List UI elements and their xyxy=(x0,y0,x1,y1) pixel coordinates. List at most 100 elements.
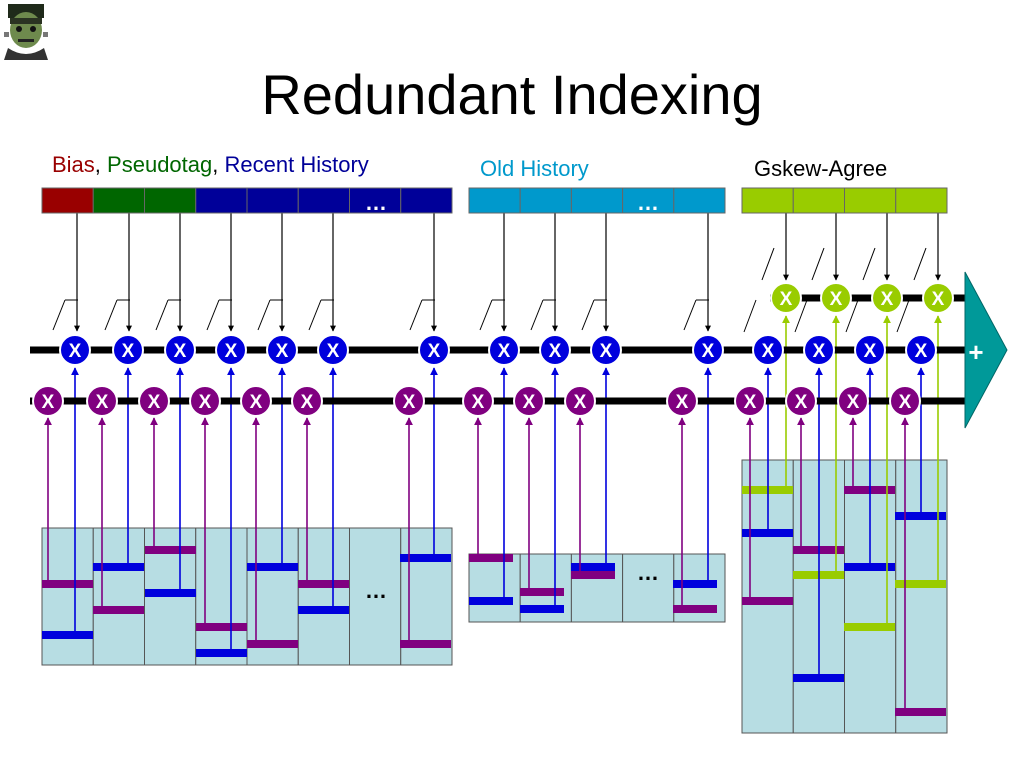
lower-multiply-node-label: X xyxy=(199,392,212,413)
hash-tick xyxy=(794,299,808,333)
hash-tick xyxy=(155,299,169,331)
global-history-register-cell xyxy=(297,187,350,214)
upper-multiply-node-label: X xyxy=(498,341,511,362)
gskew-multiply-node: X xyxy=(820,282,852,314)
old-history-register-cell xyxy=(519,187,572,214)
gskew-agree-register-cell xyxy=(895,187,948,214)
table-entry xyxy=(145,546,196,554)
page-title: Redundant Indexing xyxy=(261,63,763,126)
table-entry xyxy=(571,571,615,579)
table-entry xyxy=(469,554,513,562)
upper-multiply-node-circle xyxy=(266,334,298,366)
lower-multiply-node-circle xyxy=(138,385,170,417)
upper-multiply-node: X xyxy=(317,334,349,366)
lower-multiply-node-circle xyxy=(240,385,272,417)
table-entry xyxy=(895,708,946,716)
lower-multiply-node-circle xyxy=(393,385,425,417)
lower-multiply-node: X xyxy=(889,385,921,417)
hash-tick xyxy=(743,299,757,333)
table-entry xyxy=(298,606,349,614)
adder-symbol: + xyxy=(968,337,983,367)
table-entry xyxy=(93,606,144,614)
global-history-register-cell xyxy=(246,187,299,214)
lower-multiply-node-label: X xyxy=(676,392,689,413)
hash-tick xyxy=(206,299,220,331)
global-history-table-column xyxy=(92,527,145,666)
table-entry xyxy=(400,640,451,648)
upper-multiply-node-label: X xyxy=(69,341,82,362)
lower-multiply-node-label: X xyxy=(744,392,757,413)
lower-multiply-node-label: X xyxy=(96,392,109,413)
lower-multiply-node-label: X xyxy=(403,392,416,413)
lower-multiply-node-label: X xyxy=(42,392,55,413)
comma-separator: , xyxy=(94,152,101,177)
lower-multiply-node: X xyxy=(138,385,170,417)
upper-multiply-node-label: X xyxy=(174,341,187,362)
upper-multiply-node-circle xyxy=(59,334,91,366)
upper-multiply-node-circle xyxy=(317,334,349,366)
table-entry xyxy=(196,623,247,631)
upper-multiply-node: X xyxy=(854,334,886,366)
gskew-multiply-node-label: X xyxy=(830,289,843,310)
gskew-agree-label: Gskew-Agree xyxy=(754,156,888,181)
lower-multiply-node-label: X xyxy=(899,392,912,413)
upper-multiply-node-label: X xyxy=(915,341,928,362)
upper-multiply-node-circle xyxy=(803,334,835,366)
upper-multiply-node-label: X xyxy=(762,341,775,362)
lower-multiply-node-circle xyxy=(564,385,596,417)
lower-multiply-node: X xyxy=(393,385,425,417)
lower-multiply-node-label: X xyxy=(574,392,587,413)
hash-tick xyxy=(896,299,910,333)
table-entry xyxy=(520,588,564,596)
table-entry xyxy=(895,580,946,588)
hash-tick xyxy=(862,247,876,281)
hash-tick xyxy=(811,247,825,281)
table-entry xyxy=(298,580,349,588)
upper-multiply-node: X xyxy=(59,334,91,366)
upper-multiply-node-circle xyxy=(215,334,247,366)
lower-multiply-node-circle xyxy=(513,385,545,417)
upper-multiply-node-circle xyxy=(488,334,520,366)
upper-multiply-node-circle xyxy=(590,334,622,366)
lower-multiply-node: X xyxy=(189,385,221,417)
global-history-register-cell xyxy=(92,187,145,214)
table-entry xyxy=(42,631,93,639)
upper-multiply-node: X xyxy=(488,334,520,366)
old-history-register-cell xyxy=(673,187,726,214)
lower-multiply-node-circle xyxy=(666,385,698,417)
upper-multiply-node-circle xyxy=(164,334,196,366)
hash-tick xyxy=(479,299,493,331)
global-history-table-column xyxy=(195,527,248,666)
lower-multiply-node: X xyxy=(785,385,817,417)
lower-multiply-node-circle xyxy=(785,385,817,417)
lower-multiply-node-label: X xyxy=(301,392,314,413)
lower-multiply-node: X xyxy=(462,385,494,417)
upper-multiply-node-label: X xyxy=(813,341,826,362)
lower-multiply-node-label: X xyxy=(795,392,808,413)
table-entry xyxy=(673,605,717,613)
lower-multiply-node: X xyxy=(564,385,596,417)
gskew-agree-register-cell xyxy=(844,187,897,214)
table-entry xyxy=(400,554,451,562)
lower-multiply-node: X xyxy=(86,385,118,417)
upper-multiply-node-circle xyxy=(418,334,450,366)
table-entry xyxy=(673,580,717,588)
lower-multiply-node: X xyxy=(513,385,545,417)
upper-multiply-node-circle xyxy=(752,334,784,366)
upper-multiply-node-label: X xyxy=(276,341,289,362)
upper-multiply-node: X xyxy=(590,334,622,366)
hash-tick xyxy=(409,299,423,331)
lower-multiply-node-label: X xyxy=(472,392,485,413)
gskew-agree-register-cell xyxy=(792,187,845,214)
old-history-table-column xyxy=(622,553,675,623)
upper-multiply-node: X xyxy=(539,334,571,366)
global-history-table-column xyxy=(41,527,94,666)
ellipsis-recent-history: … xyxy=(365,190,387,215)
global-history-register-cell xyxy=(41,187,94,214)
gskew-agree-table xyxy=(741,459,948,734)
lower-multiply-node-label: X xyxy=(847,392,860,413)
lower-multiply-node-label: X xyxy=(250,392,263,413)
lower-multiply-node-label: X xyxy=(148,392,161,413)
